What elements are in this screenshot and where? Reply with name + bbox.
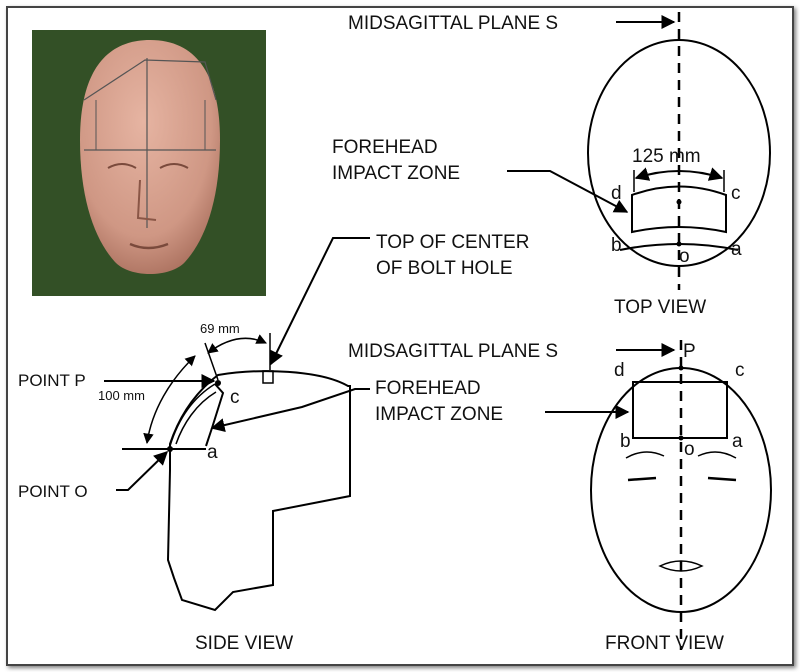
- front-corner-c: c: [735, 360, 745, 381]
- side-forehead-label-2: IMPACT ZONE: [375, 404, 503, 425]
- top-corner-a: a: [731, 239, 742, 260]
- side-zone-strip: [205, 383, 225, 447]
- point-p-dot: [215, 380, 221, 386]
- side-corner-c: c: [230, 387, 240, 408]
- top-view: MIDSAGITTAL PLANE S 125 mm FOREHEAD IMPA…: [332, 12, 771, 318]
- bolt-label-2: OF BOLT HOLE: [376, 258, 513, 279]
- front-view: MIDSAGITTAL PLANE S P d c b a o FRONT VI…: [348, 340, 772, 654]
- bolt-label-1: TOP OF CENTER: [376, 232, 529, 253]
- top-forehead-arrow: [507, 170, 629, 213]
- front-corner-d: d: [614, 360, 625, 381]
- top-125mm-label: 125 mm: [632, 146, 701, 167]
- left-eye: [627, 476, 657, 482]
- mouth: [658, 560, 704, 572]
- bolt-hole: [262, 370, 274, 384]
- side-corner-a: a: [207, 442, 218, 463]
- side-forehead-arrow: [210, 388, 370, 432]
- top-corner-c: c: [731, 183, 741, 204]
- point-o-arrow: [116, 451, 169, 491]
- front-point-p: P: [683, 341, 696, 362]
- side-view: TOP OF CENTER OF BOLT HOLE 69 mm 100 mm …: [18, 232, 529, 654]
- dim-69-label: 69 mm: [200, 321, 240, 336]
- top-corner-b: b: [611, 235, 622, 256]
- left-brow: [625, 451, 665, 459]
- top-midsagittal-label: MIDSAGITTAL PLANE S: [348, 13, 558, 34]
- side-view-caption: SIDE VIEW: [195, 633, 293, 654]
- dim-100-arrow: [143, 355, 196, 445]
- top-view-caption: TOP VIEW: [614, 297, 706, 318]
- top-forehead-label-2: IMPACT ZONE: [332, 163, 460, 184]
- right-eye: [707, 476, 737, 482]
- point-p-label: POINT P: [18, 371, 86, 390]
- top-corner-d: d: [611, 183, 622, 204]
- front-point-o: o: [684, 439, 695, 460]
- side-forehead-label-1: FOREHEAD: [375, 378, 481, 399]
- front-midsagittal-label: MIDSAGITTAL PLANE S: [348, 341, 558, 362]
- dim-100-label: 100 mm: [98, 388, 145, 403]
- bolt-arrow: [270, 237, 370, 366]
- front-corner-a: a: [732, 431, 743, 452]
- top-125mm-arrow: [634, 167, 724, 181]
- dim-69-arrow: [207, 334, 267, 354]
- headform-photo: [32, 30, 266, 296]
- top-point-o: o: [679, 246, 690, 267]
- right-brow: [697, 451, 737, 459]
- top-impact-zone: [631, 185, 727, 234]
- side-head-outline: [166, 370, 351, 612]
- top-head-outline: [587, 39, 771, 267]
- top-forehead-label-1: FOREHEAD: [332, 137, 438, 158]
- front-corner-b: b: [620, 431, 631, 452]
- point-o-label: POINT O: [18, 482, 88, 501]
- front-head-outline: [590, 367, 772, 613]
- front-view-caption: FRONT VIEW: [605, 633, 724, 654]
